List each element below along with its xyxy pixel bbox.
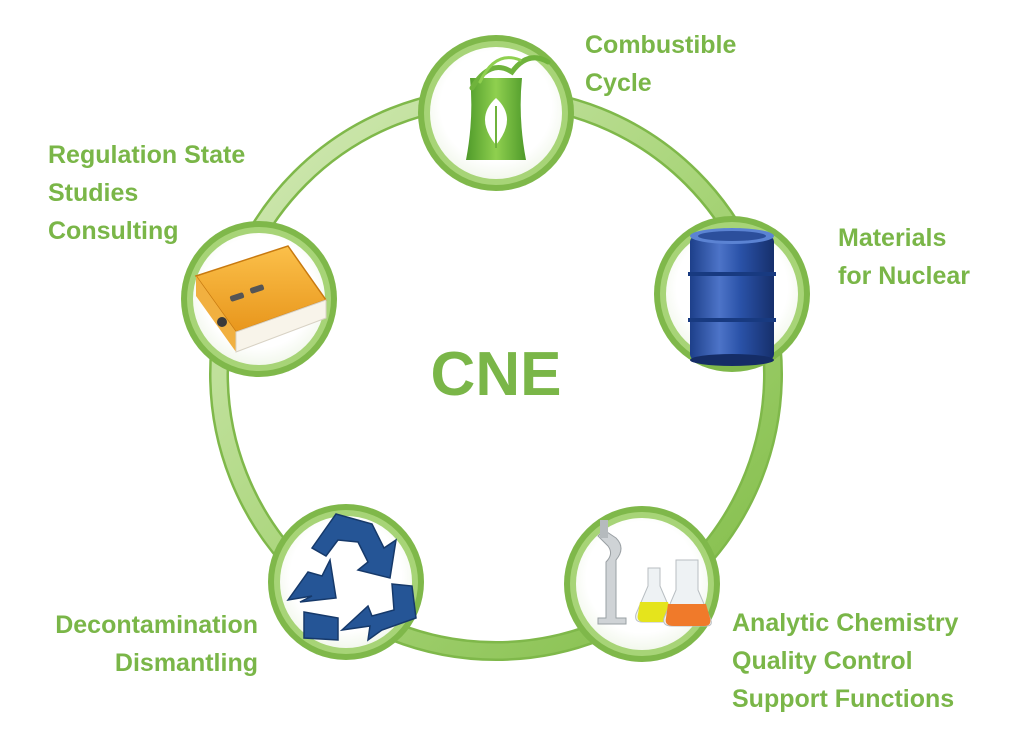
label-line: Studies [48, 179, 139, 207]
label-line: Dismantling [114, 649, 258, 677]
label-line: Regulation State [48, 141, 246, 169]
label-materials-nuclear: Materials for Nuclear [838, 219, 970, 295]
recycle-arrows-icon [286, 513, 417, 642]
label-regulation: Regulation State Studies Consulting [48, 136, 245, 250]
label-line: Cycle [585, 69, 652, 97]
label-line: Analytic Chemistry [732, 609, 959, 637]
center-label: CNE [430, 340, 562, 409]
label-line: Materials [838, 224, 947, 252]
orange-binder-icon [194, 245, 328, 353]
node-materials-nuclear [654, 216, 810, 372]
label-combustible-cycle: Combustible Cycle [585, 26, 736, 102]
label-decontamination: Decontamination Dismantling [20, 606, 258, 682]
node-regulation [181, 221, 337, 377]
blue-barrel-icon [688, 228, 776, 366]
cooling-tower-leaf-icon [466, 55, 551, 160]
label-line: Support Functions [732, 685, 955, 713]
label-analytic-chemistry: Analytic Chemistry Quality Control Suppo… [732, 604, 958, 718]
label-line: Consulting [48, 217, 179, 245]
lab-flasks-microscope-icon [597, 520, 712, 627]
node-analytic-chemistry [564, 506, 720, 662]
label-line: for Nuclear [838, 262, 970, 290]
node-combustible-cycle [418, 35, 574, 191]
label-line: Quality Control [732, 647, 913, 675]
node-decontamination [268, 504, 424, 660]
label-line: Combustible [585, 31, 737, 59]
label-line: Decontamination [55, 611, 258, 639]
